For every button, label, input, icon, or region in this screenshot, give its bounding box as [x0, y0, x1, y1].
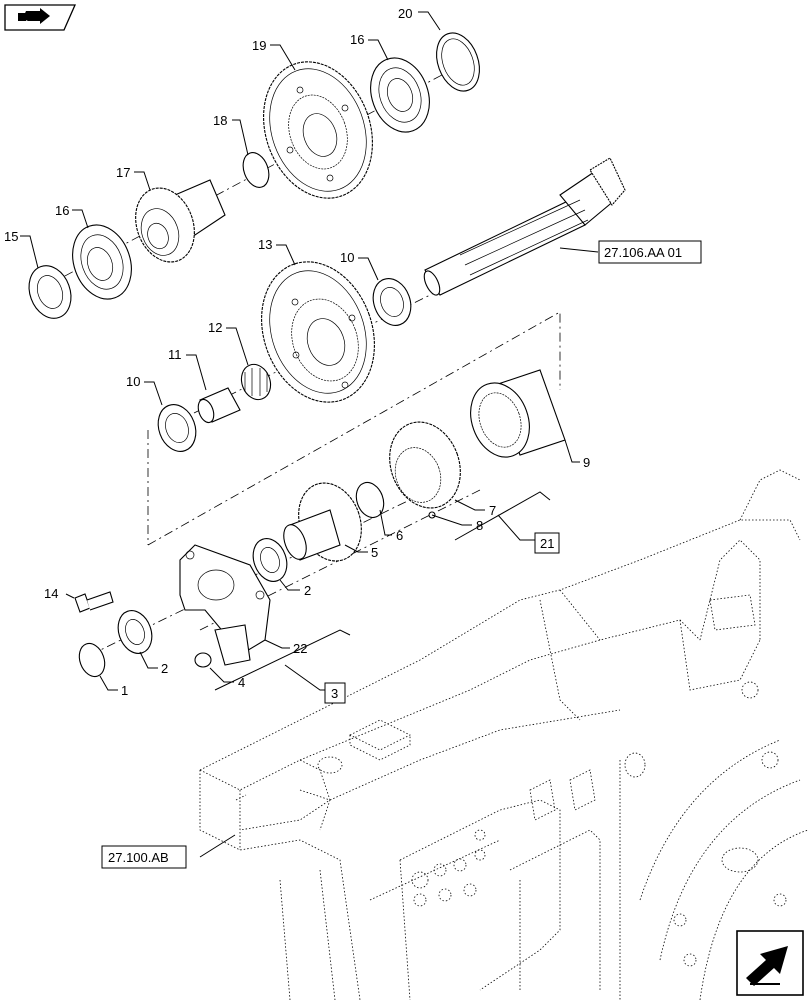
- part-13-double-gear: [261, 261, 375, 403]
- callout-labels: 20 16 19 18 17 16 15 13 10 12 11 10 9 7 …: [4, 6, 590, 698]
- part-2-bearing-upper: [252, 538, 288, 582]
- label-20: 20: [398, 6, 412, 21]
- part-12-needle-cage: [240, 363, 272, 401]
- label-6: 6: [396, 528, 403, 543]
- assembly-box-21: 21: [534, 532, 560, 554]
- svg-text:27.106.AA 01: 27.106.AA 01: [604, 245, 682, 260]
- label-13: 13: [258, 237, 272, 252]
- leader-lines: [20, 11, 599, 858]
- label-15: 15: [4, 229, 18, 244]
- label-2-lower: 2: [161, 661, 168, 676]
- label-2-upper: 2: [304, 583, 311, 598]
- part-18-snap-ring: [242, 152, 270, 188]
- label-19: 19: [252, 38, 266, 53]
- label-12: 12: [208, 320, 222, 335]
- part-15-washer: [28, 265, 72, 319]
- label-18: 18: [213, 113, 227, 128]
- label-4: 4: [238, 675, 245, 690]
- part-10-washer-upper: [372, 278, 412, 326]
- label-10-upper: 10: [340, 250, 354, 265]
- label-11: 11: [168, 347, 182, 362]
- book-arrow-icon[interactable]: [4, 4, 76, 31]
- part-1-circlip: [78, 642, 106, 678]
- part-14-bolt: [74, 591, 114, 613]
- label-8: 8: [476, 518, 483, 533]
- svg-text:3: 3: [331, 686, 338, 701]
- reference-box-shaft[interactable]: 27.106.AA 01: [598, 240, 702, 264]
- part-4-plug: [194, 652, 212, 668]
- part-11-bush: [197, 387, 241, 424]
- part-6-snap-ring: [355, 481, 385, 519]
- svg-text:21: 21: [540, 536, 554, 551]
- part-16-bearing-upper: [370, 57, 430, 133]
- label-16-upper: 16: [350, 32, 364, 47]
- next-page-arrow-icon[interactable]: [736, 930, 804, 996]
- part-5-gear-hub: [283, 482, 362, 562]
- label-10-lower: 10: [126, 374, 140, 389]
- part-19-large-gear: [263, 61, 373, 199]
- label-5: 5: [371, 545, 378, 560]
- label-22: 22: [293, 641, 307, 656]
- label-17: 17: [116, 165, 130, 180]
- reference-box-housing[interactable]: 27.100.AB: [101, 845, 187, 869]
- part-9-shift-sleeve: [470, 369, 566, 458]
- part-16-bearing-lower: [72, 224, 132, 300]
- part-2-bearing-lower: [117, 610, 153, 654]
- transmission-housing: [199, 469, 808, 1000]
- label-16-lower: 16: [55, 203, 69, 218]
- label-1: 1: [121, 683, 128, 698]
- part-10-washer-lower: [157, 404, 197, 452]
- label-14: 14: [44, 586, 58, 601]
- part-22-bracket: [179, 544, 271, 666]
- label-9: 9: [583, 455, 590, 470]
- pinion-shaft: [423, 157, 626, 296]
- label-7: 7: [489, 503, 496, 518]
- part-7-gear: [389, 421, 461, 509]
- assembly-box-3: 3: [324, 682, 346, 704]
- part-17-gear: [135, 179, 226, 263]
- svg-text:27.100.AB: 27.100.AB: [108, 850, 169, 865]
- part-20-circlip: [436, 32, 480, 92]
